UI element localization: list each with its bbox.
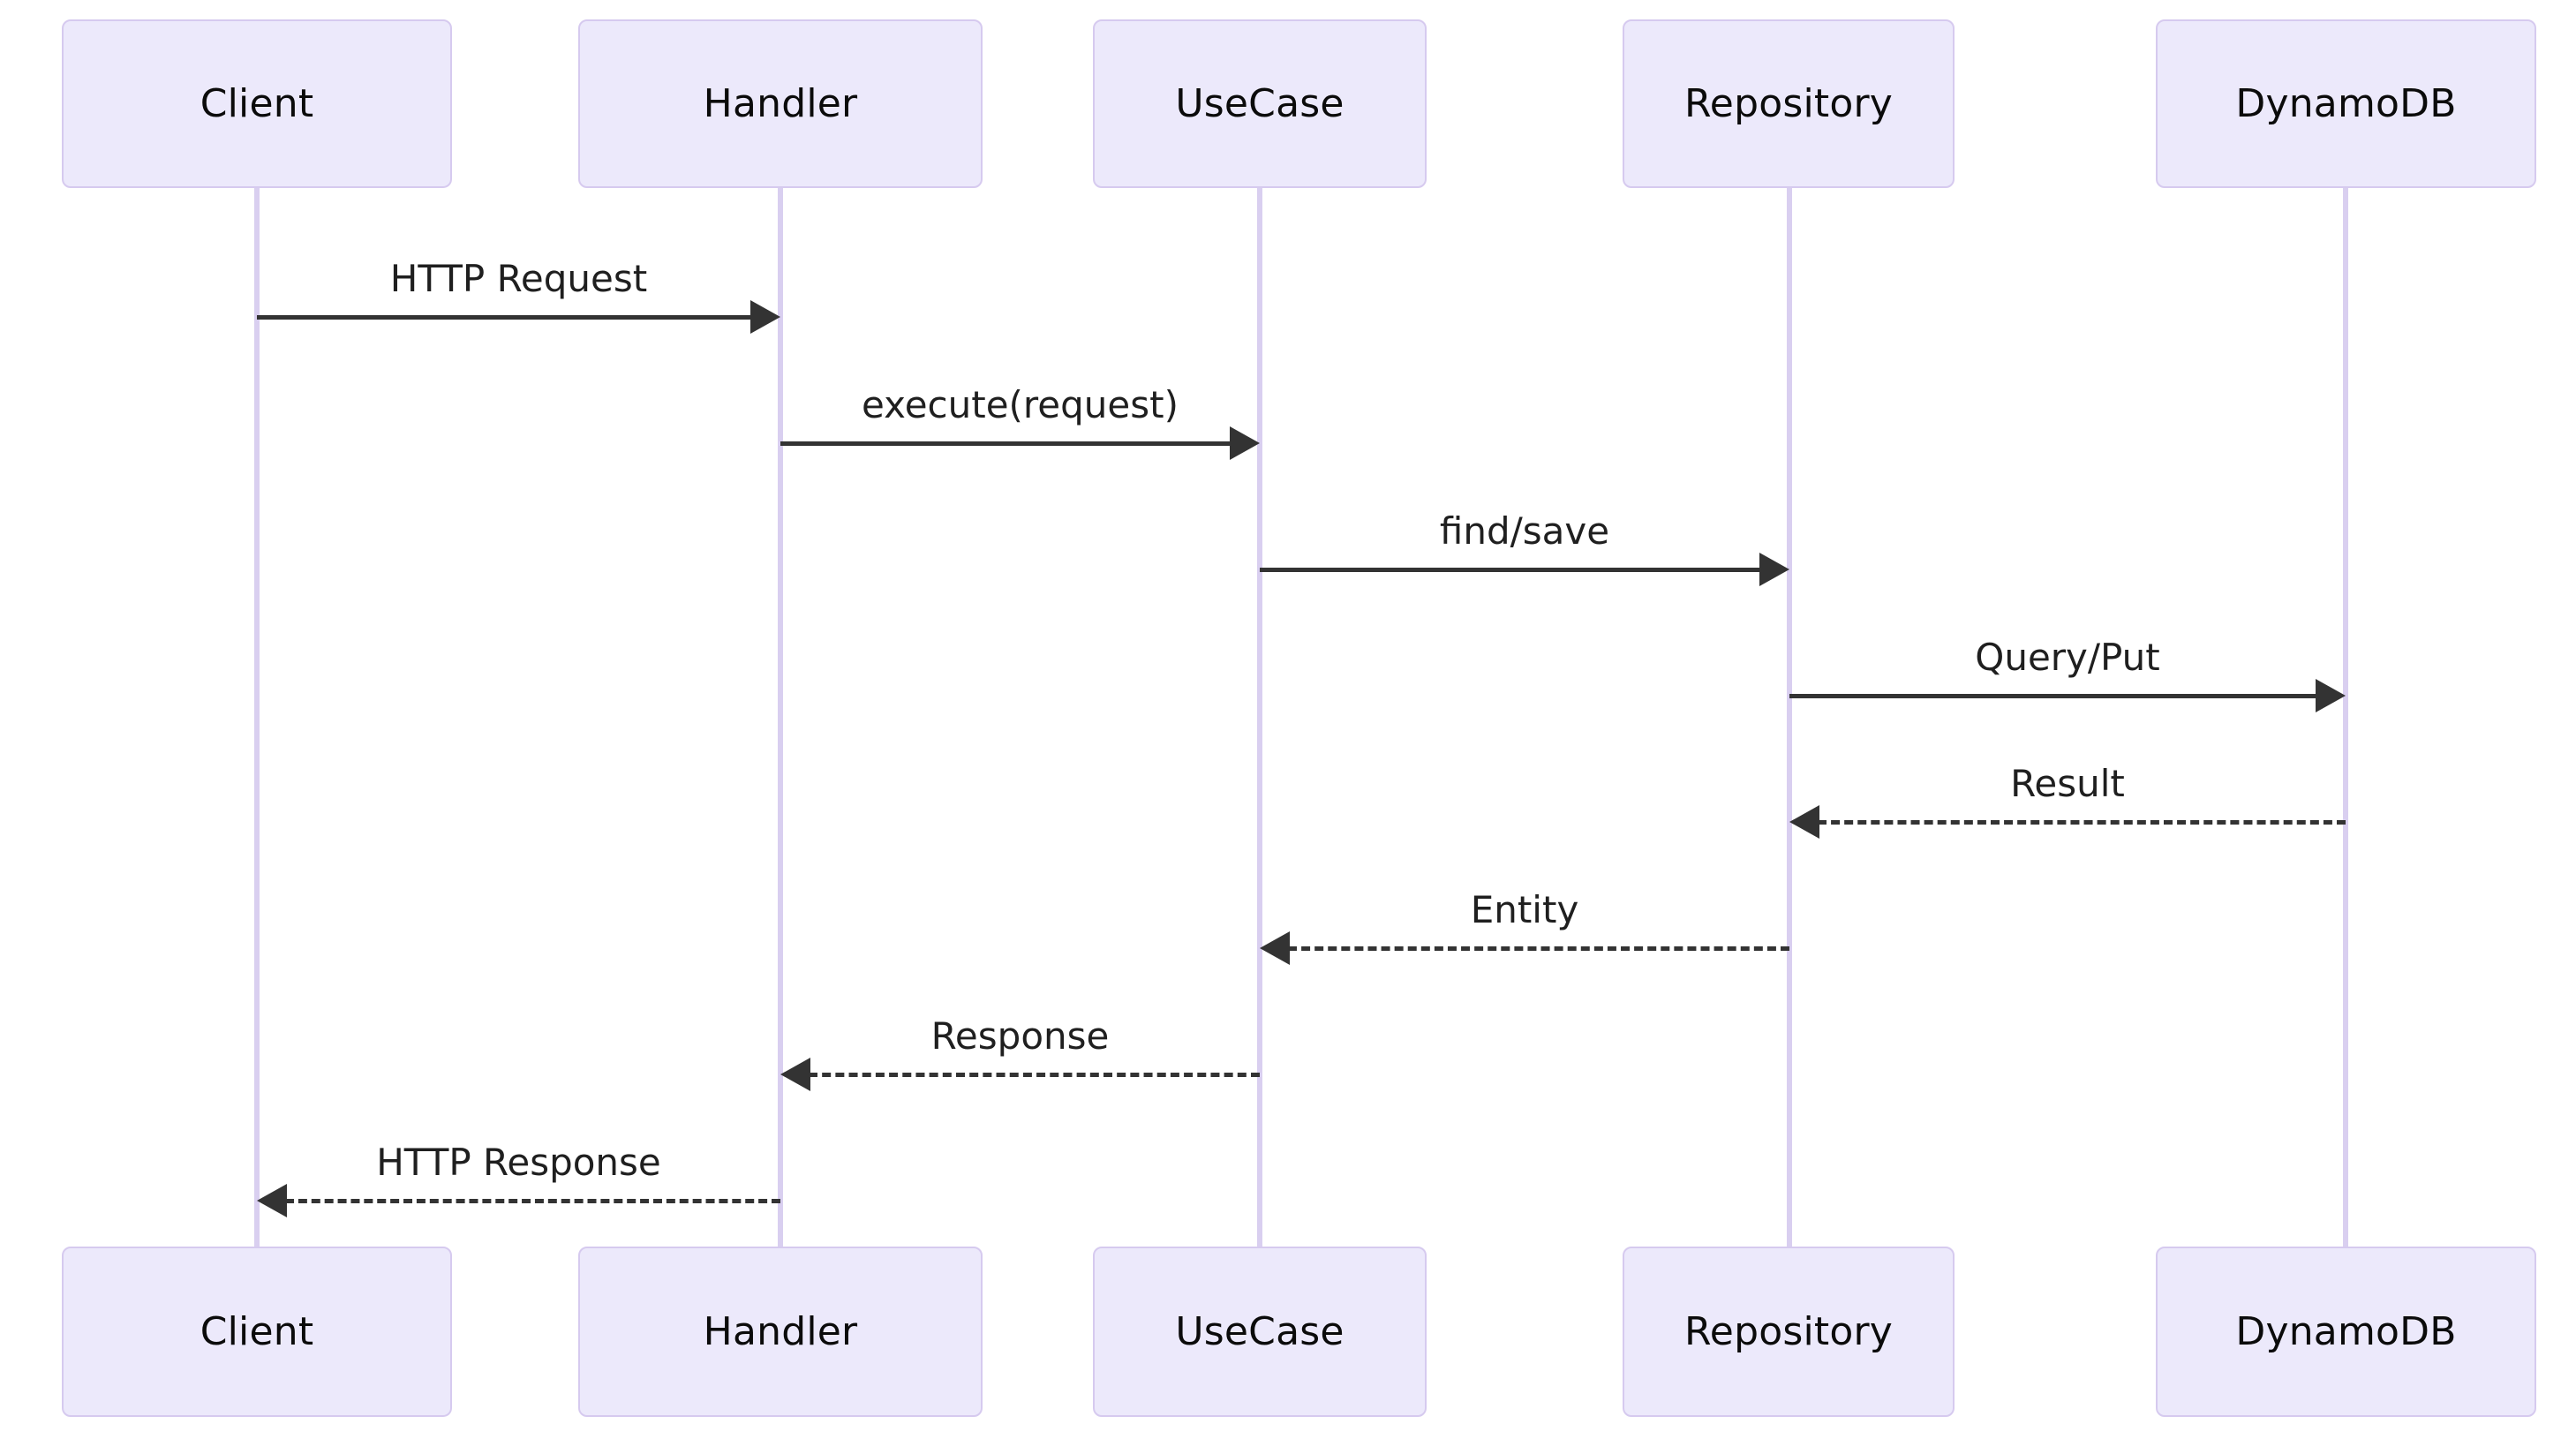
participant-bottom-handler[interactable]: Handler	[578, 1247, 983, 1417]
participant-label: Client	[200, 81, 314, 126]
participant-label: DynamoDB	[2235, 1309, 2457, 1354]
participant-label: Handler	[703, 1309, 858, 1354]
message-arrowhead-left	[257, 1184, 287, 1217]
message-line	[1260, 568, 1761, 572]
message-label: find/save	[1439, 509, 1610, 553]
participant-top-handler[interactable]: Handler	[578, 19, 983, 188]
participant-top-usecase[interactable]: UseCase	[1093, 19, 1427, 188]
lifeline-dynamodb	[2343, 188, 2348, 1247]
message-arrowhead-right	[1759, 553, 1789, 586]
message-line	[1789, 694, 2317, 698]
participant-top-dynamodb[interactable]: DynamoDB	[2156, 19, 2536, 188]
participant-label: DynamoDB	[2235, 81, 2457, 126]
lifeline-usecase	[1257, 188, 1262, 1247]
message-line	[285, 1199, 780, 1203]
message-arrowhead-left	[1789, 805, 1819, 839]
participant-label: Repository	[1684, 81, 1893, 126]
message-arrowhead-left	[1260, 931, 1290, 965]
message-arrowhead-right	[750, 300, 780, 334]
participant-bottom-client[interactable]: Client	[62, 1247, 452, 1417]
message-line	[257, 315, 752, 320]
lifeline-client	[254, 188, 260, 1247]
participant-bottom-repository[interactable]: Repository	[1623, 1247, 1955, 1417]
participant-label: Client	[200, 1309, 314, 1354]
message-line	[780, 441, 1232, 446]
message-label: HTTP Request	[389, 257, 648, 300]
participant-bottom-usecase[interactable]: UseCase	[1093, 1247, 1427, 1417]
participant-label: UseCase	[1175, 81, 1344, 126]
message-arrowhead-right	[2316, 679, 2346, 712]
message-line	[809, 1073, 1260, 1077]
message-label: Response	[930, 1014, 1110, 1058]
message-label: Result	[2010, 762, 2125, 805]
message-label: Entity	[1470, 888, 1579, 931]
message-arrowhead-left	[780, 1058, 810, 1091]
participant-bottom-dynamodb[interactable]: DynamoDB	[2156, 1247, 2536, 1417]
message-line	[1288, 946, 1789, 951]
message-label: HTTP Response	[376, 1141, 661, 1184]
message-line	[1818, 820, 2346, 825]
participant-label: UseCase	[1175, 1309, 1344, 1354]
participant-label: Handler	[703, 81, 858, 126]
participant-label: Repository	[1684, 1309, 1893, 1354]
participant-top-repository[interactable]: Repository	[1623, 19, 1955, 188]
message-arrowhead-right	[1230, 426, 1260, 460]
lifeline-handler	[778, 188, 783, 1247]
message-label: execute(request)	[862, 383, 1179, 426]
message-label: Query/Put	[1975, 636, 2160, 679]
lifeline-repository	[1787, 188, 1792, 1247]
participant-top-client[interactable]: Client	[62, 19, 452, 188]
